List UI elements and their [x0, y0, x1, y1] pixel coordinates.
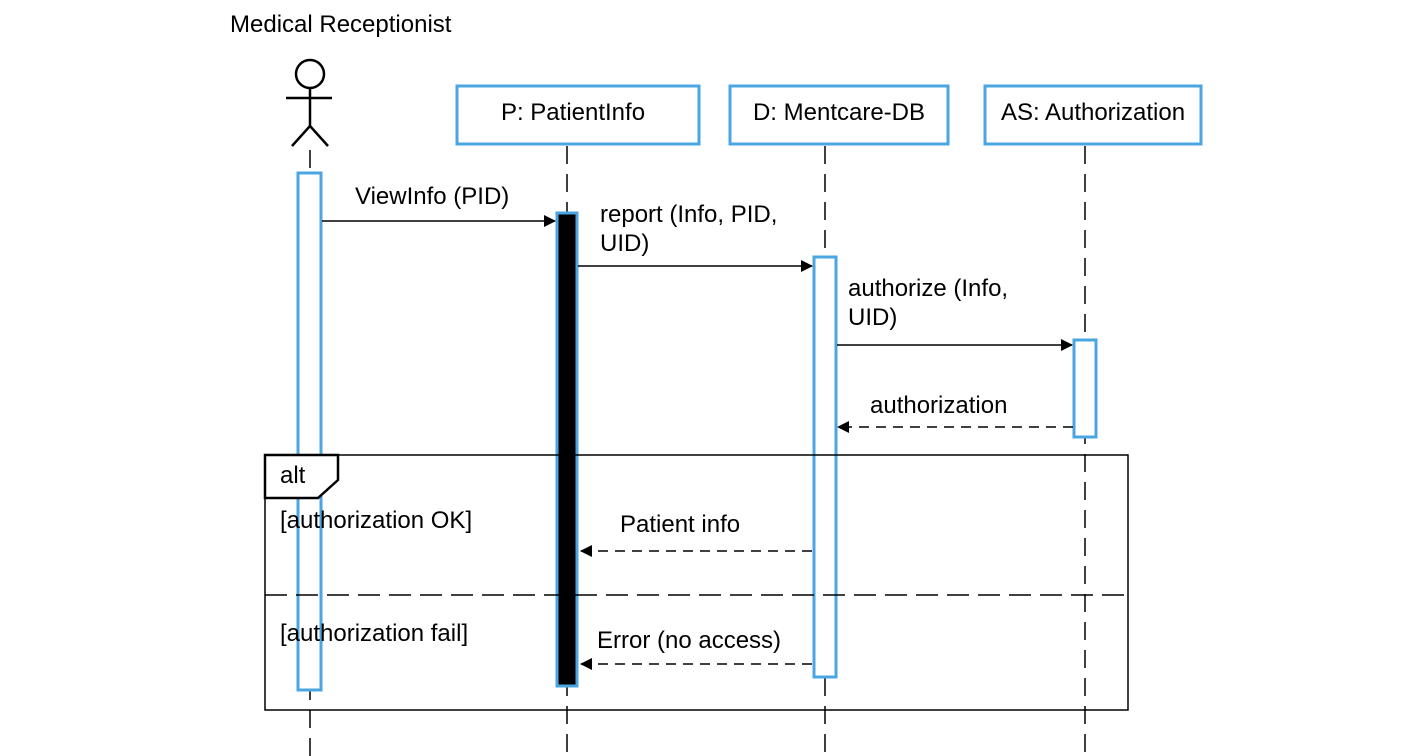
alt-guard-ok: [authorization OK]: [280, 507, 472, 534]
lifeline-header-authorization[interactable]: AS: Authorization: [983, 84, 1203, 146]
message-error-return: Error (no access): [580, 627, 812, 670]
message-authorize-label-line1: authorize (Info,: [848, 275, 1008, 302]
activation-bar-authorization: [1072, 338, 1098, 439]
lifeline-header-mentcare[interactable]: D: Mentcare-DB: [728, 84, 950, 146]
message-report: report (Info, PID, UID): [578, 201, 813, 272]
activation-bar-mentcare: [812, 255, 838, 679]
lifeline-label-mentcare: D: Mentcare-DB: [753, 99, 925, 126]
alt-operator-label: alt: [280, 462, 306, 489]
message-authorization-return: authorization: [837, 392, 1073, 433]
alt-fragment: alt [authorization OK] [authorization fa…: [263, 453, 1129, 711]
activation-bar-actor: [296, 171, 323, 692]
lifeline-label-authorization: AS: Authorization: [1001, 99, 1185, 126]
message-patient-info-label: Patient info: [620, 511, 740, 538]
message-patient-info-return: Patient info: [580, 511, 812, 557]
lifeline-label-patientinfo: P: PatientInfo: [501, 99, 645, 126]
lifelines: [309, 146, 1086, 756]
actor-stick-figure-icon: [286, 58, 332, 147]
message-error-label: Error (no access): [597, 627, 781, 654]
message-report-label-line2: UID): [600, 230, 649, 257]
activation-bar-patientinfo: [555, 211, 579, 688]
message-report-label-line1: report (Info, PID,: [600, 201, 777, 228]
message-viewinfo-label: ViewInfo (PID): [355, 183, 509, 210]
message-authorization-return-label: authorization: [870, 392, 1007, 419]
lifeline-header-patientinfo[interactable]: P: PatientInfo: [455, 84, 701, 146]
message-viewinfo: ViewInfo (PID): [322, 183, 556, 227]
alt-operator-tab: [263, 453, 340, 500]
actor-name: Medical Receptionist: [230, 11, 452, 38]
message-authorize: authorize (Info, UID): [837, 275, 1073, 351]
message-authorize-label-line2: UID): [848, 304, 897, 331]
alt-guard-fail: [authorization fail]: [280, 620, 468, 647]
